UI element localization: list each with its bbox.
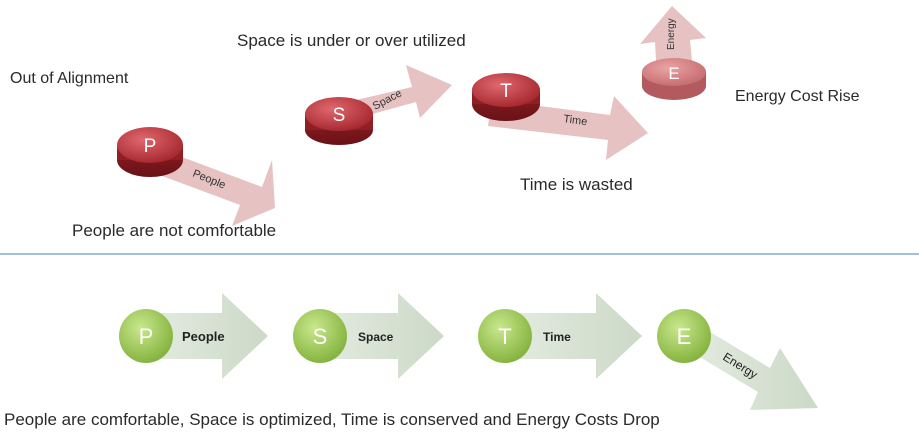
space-circle-letter: S [313,324,328,349]
people-arrow-aligned [150,293,268,379]
time-puck-letter: T [500,81,512,102]
time-puck [472,73,540,121]
section-divider [0,253,919,255]
space-arrow-aligned [320,293,444,379]
energy-circle [657,309,711,363]
time-circle [478,309,532,363]
energy-circle-letter: E [677,324,692,349]
space-caption: Space is under or over utilized [237,31,466,50]
aligned-caption: People are comfortable, Space is optimiz… [4,410,660,429]
people-caption: People are not comfortable [72,221,277,240]
space-circle [293,309,347,363]
space-puck [305,97,373,145]
energy-arrow-label: Energy [666,18,677,50]
out-of-alignment-title: Out of Alignment [10,70,129,87]
energy-caption: Energy Cost Rise [735,88,860,105]
energy-puck-letter: E [668,64,679,83]
people-circle-letter: P [139,324,154,349]
time-circle-letter: T [498,324,511,349]
people-puck-letter: P [144,136,157,157]
space-puck-letter: S [333,105,346,126]
people-aligned-label: People [182,329,225,344]
space-aligned-label: Space [358,330,394,344]
time-aligned-label: Time [543,330,571,344]
time-caption: Time is wasted [520,175,633,194]
energy-puck [642,58,706,100]
time-arrow-label: Time [563,113,588,128]
people-puck [117,127,183,177]
people-circle [119,309,173,363]
energy-arrow-aligned [688,326,818,410]
time-arrow-aligned [508,293,642,379]
